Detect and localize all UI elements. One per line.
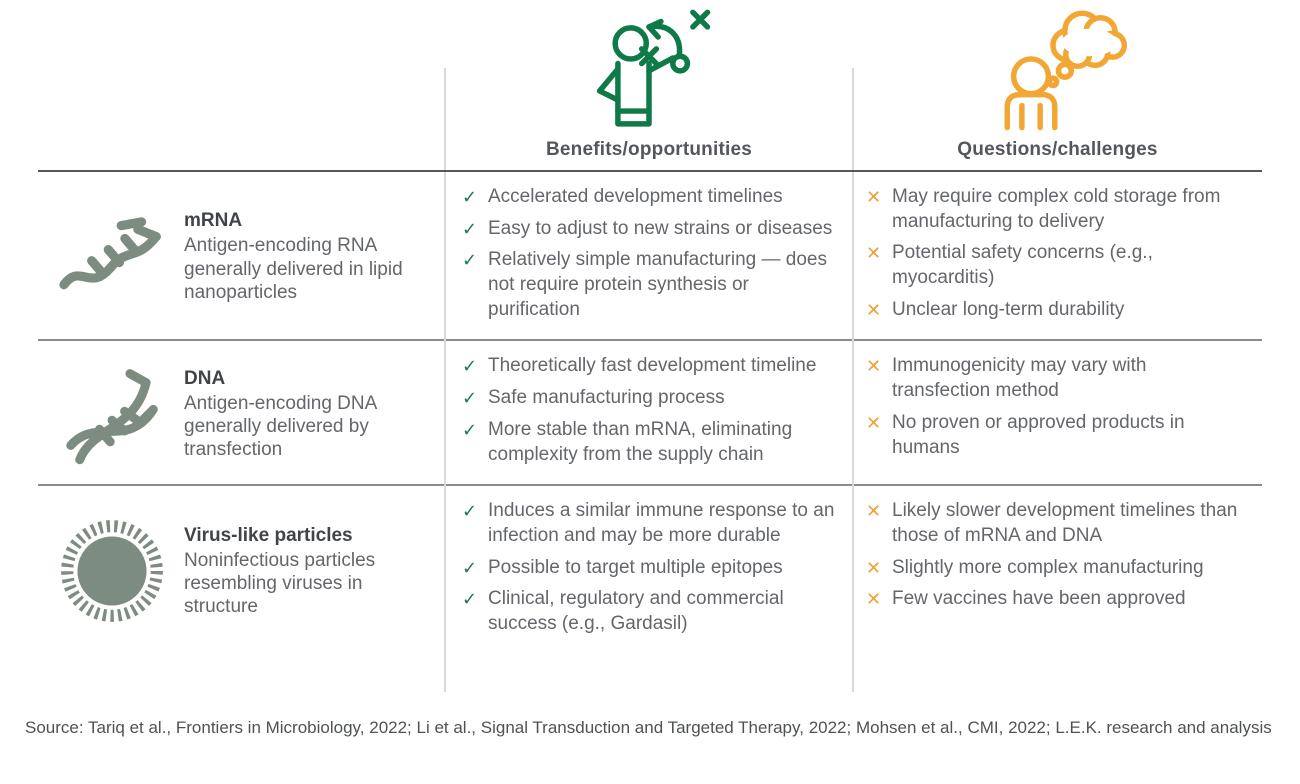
column-divider [444, 68, 446, 692]
challenges-item-text: Immunogenicity may vary with transfectio… [892, 355, 1147, 402]
list-item: ✕ Likely slower development timelines tha… [866, 499, 1248, 548]
list-item: ✓ Theoretically fast development timeline [462, 354, 839, 379]
checkmark-icon: ✓ [462, 557, 478, 578]
checkmark-icon: ✓ [462, 589, 478, 610]
benefits-item-text: More stable than mRNA, eliminating compl… [488, 418, 793, 465]
list-item: ✓ Safe manufacturing process [462, 386, 839, 411]
rna-strand-icon [56, 209, 168, 305]
platform-text: DNA Antigen-encoding DNA generally delive… [184, 368, 431, 462]
strategy-person-icon [445, 5, 853, 133]
x-mark-icon: ✕ [866, 356, 882, 377]
benefits-cell: ✓ Accelerated development timelines ✓ Easy … [445, 172, 853, 342]
x-mark-icon: ✕ [866, 243, 882, 264]
benefits-item-text: Possible to target multiple epitopes [488, 556, 783, 578]
benefits-list: ✓ Theoretically fast development timeline… [460, 354, 839, 467]
dna-helix-icon [56, 359, 168, 469]
platform-description: Antigen-encoding DNA generally delivered… [184, 392, 377, 460]
challenges-item-text: Slightly more complex manufacturing [892, 556, 1204, 578]
checkmark-icon: ✓ [462, 187, 478, 207]
platform-description: Antigen-encoding RNA generally delivered… [184, 235, 403, 303]
benefits-item-text: Accelerated development timelines [488, 186, 783, 207]
benefits-header-label: Benefits/opportunities [545, 139, 752, 160]
challenges-header-label: Questions/challenges [957, 139, 1158, 160]
challenges-list: ✕ Immunogenicity may vary with transfecti… [864, 354, 1248, 460]
challenges-cell: ✕ Likely slower development timelines tha… [853, 486, 1262, 653]
header-cell-benefits: Benefits/opportunities [445, 0, 853, 172]
list-item: ✕ Unclear long-term durability [866, 298, 1248, 323]
checkmark-icon: ✓ [462, 388, 478, 409]
platform-text: mRNA Antigen-encoding RNA generally deliv… [184, 210, 431, 304]
benefits-item-text: Induces a similar immune response to an … [488, 500, 835, 546]
platform-title: mRNA [184, 210, 243, 232]
checkmark-icon: ✓ [462, 356, 478, 377]
list-item: ✓ Induces a similar immune response to an… [462, 499, 839, 548]
list-item: ✕ No proven or approved products in human… [866, 411, 1248, 460]
challenges-item-text: Few vaccines have been approved [892, 588, 1186, 610]
checkmark-icon: ✓ [462, 419, 478, 440]
comparison-table: Benefits/opportunities [38, 0, 1262, 692]
challenges-list: ✕ May require complex cold storage from m… [864, 185, 1248, 322]
benefits-item-text: Relatively simple manufacturing — does n… [488, 249, 827, 320]
list-item: ✓ Possible to target multiple epitopes [462, 556, 839, 581]
platform-cell: DNA Antigen-encoding DNA generally delive… [38, 341, 445, 487]
list-item: ✓ Accelerated development timelines [462, 185, 839, 210]
benefits-item-text: Clinical, regulatory and commercial succ… [488, 588, 784, 634]
checkmark-icon: ✓ [462, 250, 478, 271]
list-item: ✕ Slightly more complex manufacturing [866, 556, 1248, 581]
x-mark-icon: ✕ [866, 557, 882, 578]
checkmark-icon: ✓ [462, 218, 478, 239]
list-item: ✕ Few vaccines have been approved [866, 587, 1248, 612]
x-mark-icon: ✕ [866, 187, 882, 207]
benefits-item-text: Safe manufacturing process [488, 387, 725, 409]
challenges-item-text: Likely slower development timelines than… [892, 500, 1238, 546]
platform-title: DNA [184, 367, 226, 389]
challenges-cell: ✕ Immunogenicity may vary with transfecti… [853, 341, 1262, 487]
challenges-item-text: Unclear long-term durability [892, 298, 1125, 320]
x-mark-icon: ✕ [866, 299, 882, 320]
x-mark-icon: ✕ [866, 501, 882, 522]
x-mark-icon: ✕ [866, 589, 882, 610]
platform-title: Virus-like particles [184, 524, 353, 546]
checkmark-icon: ✓ [462, 501, 478, 522]
list-item: ✓ Clinical, regulatory and commercial suc… [462, 587, 839, 636]
benefits-list: ✓ Accelerated development timelines ✓ Easy … [460, 185, 839, 322]
list-item: ✓ More stable than mRNA, eliminating comp… [462, 418, 839, 467]
header-cell-challenges: Questions/challenges [853, 0, 1262, 172]
list-item: ✓ Easy to adjust to new strains or diseas… [462, 217, 839, 242]
challenges-list: ✕ Likely slower development timelines tha… [864, 499, 1248, 612]
benefits-cell: ✓ Induces a similar immune response to an… [445, 486, 853, 653]
benefits-item-text: Easy to adjust to new strains or disease… [488, 217, 833, 239]
virus-particle-icon [56, 515, 168, 627]
platform-description: Noninfectious particles resembling virus… [184, 549, 376, 617]
list-item: ✕ Immunogenicity may vary with transfecti… [866, 354, 1248, 403]
challenges-item-text: May require complex cold storage from ma… [892, 186, 1221, 232]
thinking-person-icon [853, 5, 1262, 133]
column-divider [852, 68, 854, 692]
list-item: ✓ Relatively simple manufacturing — does … [462, 248, 839, 322]
table-grid: Benefits/opportunities [38, 0, 1262, 654]
source-note: Source: Tariq et al., Frontiers in Micro… [25, 718, 1272, 737]
benefits-item-text: Theoretically fast development timeline [488, 355, 817, 377]
list-item: ✕ May require complex cold storage from m… [866, 185, 1248, 234]
list-item: ✕ Potential safety concerns (e.g., myocar… [866, 241, 1248, 290]
benefits-cell: ✓ Theoretically fast development timeline… [445, 341, 853, 487]
challenges-item-text: Potential safety concerns (e.g., myocard… [892, 242, 1153, 289]
challenges-item-text: No proven or approved products in humans [892, 411, 1185, 458]
x-mark-icon: ✕ [866, 412, 882, 433]
header-cell-empty [38, 0, 445, 172]
platform-cell: mRNA Antigen-encoding RNA generally deliv… [38, 172, 445, 342]
challenges-cell: ✕ May require complex cold storage from m… [853, 172, 1262, 342]
benefits-list: ✓ Induces a similar immune response to an… [460, 499, 839, 636]
